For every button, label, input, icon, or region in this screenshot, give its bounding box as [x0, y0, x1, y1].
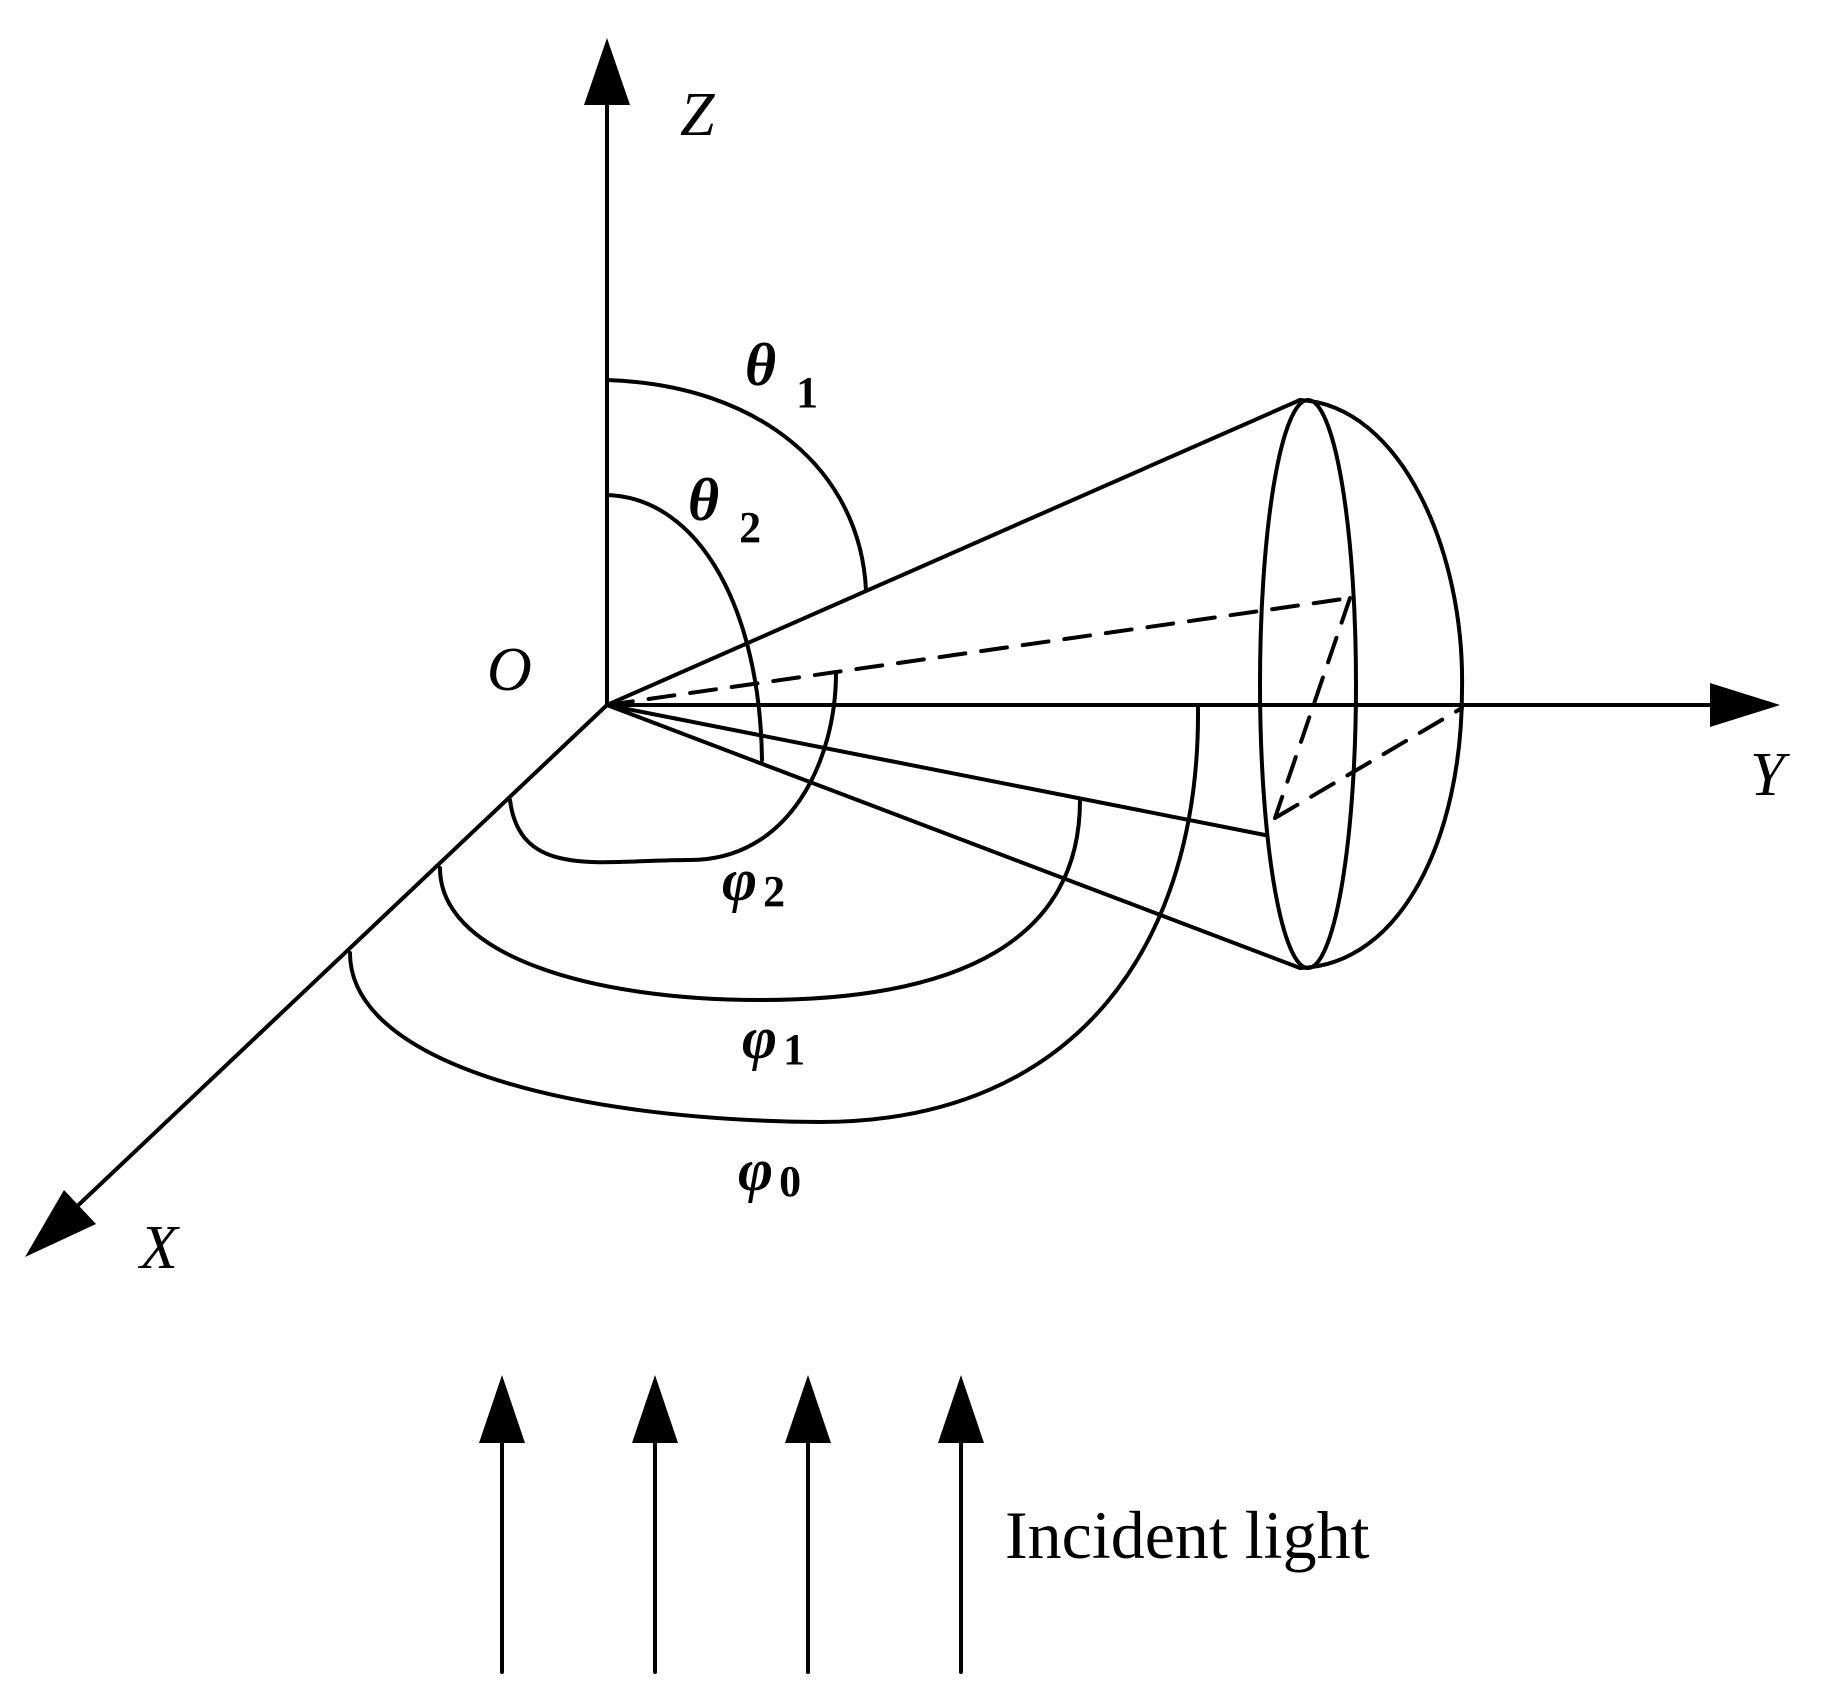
incident-light-arrow — [632, 1375, 678, 1674]
theta2-symbol: θ — [688, 467, 719, 533]
theta-arcs — [605, 378, 868, 762]
phi0-arc — [348, 706, 1201, 1124]
dashed-construction-lines — [605, 596, 1464, 820]
incident-light-arrowhead — [479, 1375, 525, 1443]
z-axis: Z — [584, 38, 715, 707]
phi2-symbol: φ — [722, 847, 757, 913]
angle-labels: θ 1 θ 2 φ 2 φ 1 φ 0 — [688, 332, 818, 1206]
cone-spherical-cap — [1298, 398, 1465, 970]
phi2-label: φ 2 — [722, 847, 785, 916]
x-axis: X — [25, 703, 609, 1282]
incident-light-arrowhead — [632, 1375, 678, 1443]
y-axis-arrowhead — [1710, 683, 1780, 727]
z-axis-label: Z — [680, 81, 715, 149]
cone-upper-edge — [605, 398, 1302, 707]
theta1-subscript: 1 — [796, 368, 818, 417]
cone-projection-line — [605, 703, 1267, 837]
x-axis-label: X — [137, 1214, 180, 1282]
base-to-y-axis-dashed-line — [1273, 706, 1464, 820]
phi2-subscript: 2 — [763, 867, 785, 916]
cone-base-ellipse — [1258, 398, 1358, 970]
phi1-subscript: 1 — [783, 1025, 805, 1074]
incident-light-arrow — [785, 1375, 831, 1674]
incident-light-arrow — [479, 1375, 525, 1674]
phi1-label: φ 1 — [742, 1005, 805, 1074]
x-axis-arrowhead — [25, 1190, 96, 1257]
x-axis-line — [68, 703, 609, 1215]
theta2-arc — [605, 493, 764, 762]
origin-label: O — [487, 636, 532, 704]
theta1-symbol: θ — [745, 332, 776, 398]
y-axis-label: Y — [1750, 741, 1790, 809]
y-axis: Y — [605, 683, 1790, 809]
incident-light-label: Incident light — [1005, 1497, 1370, 1573]
cone-edges — [605, 398, 1302, 970]
theta2-label: θ 2 — [688, 467, 761, 552]
incident-light-arrowhead — [938, 1375, 984, 1443]
phi1-symbol: φ — [742, 1005, 777, 1071]
incident-light-arrowhead — [785, 1375, 831, 1443]
phi2-arc — [508, 671, 838, 865]
phi0-symbol: φ — [738, 1137, 773, 1203]
cone-base — [1258, 398, 1465, 970]
phi0-subscript: 0 — [779, 1157, 801, 1206]
incident-light-arrows — [479, 1375, 984, 1674]
phi-arcs — [348, 671, 1201, 1124]
cone-axis-dashed-line — [605, 596, 1352, 707]
incident-light-arrow — [938, 1375, 984, 1674]
theta1-label: θ 1 — [745, 332, 818, 417]
theta1-arc — [605, 378, 868, 592]
phi1-arc — [438, 798, 1082, 1002]
theta2-subscript: 2 — [739, 503, 761, 552]
cone-lower-edge — [605, 703, 1302, 970]
vertical-drop-dashed-line — [1273, 596, 1352, 820]
phi0-label: φ 0 — [738, 1137, 801, 1206]
z-axis-arrowhead — [584, 38, 630, 105]
